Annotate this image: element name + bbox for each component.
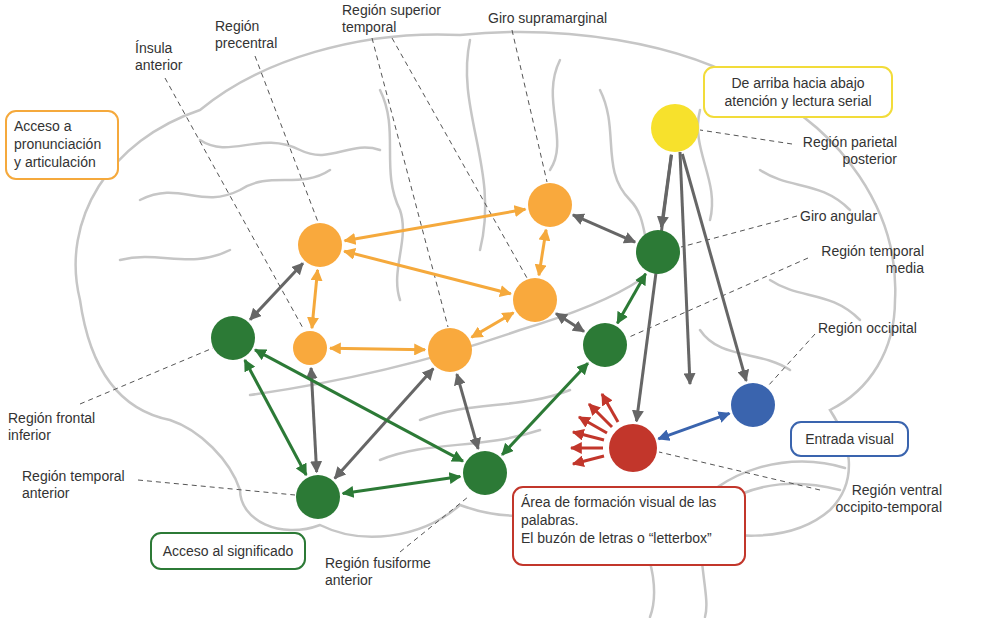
region-label: Región parietal posterior (785, 134, 897, 168)
region-circle: Región temporal anterior (296, 475, 340, 519)
callout-box: De arriba hacia abajo atención y lectura… (703, 66, 893, 118)
pathway-arrow (617, 274, 645, 324)
region-circle: Región fusiforme anterior (463, 451, 507, 495)
pathway-arrow (330, 348, 425, 349)
pathway-arrow (250, 263, 303, 319)
leader-line (512, 30, 547, 182)
pathway-arrow (539, 230, 546, 276)
attention-arrow (680, 152, 690, 384)
region-label: Región occipital (818, 320, 917, 337)
leader-line (392, 38, 527, 278)
sulcus (120, 250, 230, 260)
region-label: Región frontal inferior (8, 410, 116, 444)
callout-text: Entrada visual (799, 430, 900, 448)
callout-box: Área de formación visual de las palabras… (512, 486, 746, 566)
region-label: Región ventral occipito-temporal (812, 482, 942, 516)
pathway-arrow (343, 477, 461, 494)
callout-text: De arriba hacia abajo atención y lectura… (712, 74, 884, 110)
pathway-arrow (658, 413, 729, 438)
leader-line (138, 480, 295, 495)
region-label: Giro angular (800, 208, 877, 225)
brain-outline (76, 32, 896, 617)
pathway-arrow (312, 270, 318, 328)
pathway-arrow (245, 360, 306, 475)
leader-line (768, 334, 815, 386)
brain-contour (76, 32, 896, 537)
fan-arrow (571, 447, 603, 450)
pathway-arrow (573, 215, 635, 242)
leader-line (255, 56, 318, 222)
leader-line (659, 452, 820, 490)
callout-box: Entrada visual (790, 421, 909, 457)
leader-line (372, 38, 448, 327)
callout-text: Acceso al significado (159, 542, 297, 560)
leader-line (165, 78, 304, 330)
pathway-arrow (344, 251, 511, 294)
sulcus (770, 280, 860, 320)
sulcus (200, 140, 380, 155)
region-circle: Región parietal posterior (651, 104, 699, 152)
sulcus (380, 90, 403, 300)
sulcus (380, 430, 540, 460)
region-label: Región temporal anterior (22, 468, 142, 502)
leader-line (400, 497, 468, 552)
region-label: Giro supramarginal (488, 10, 607, 27)
leader-line (681, 216, 797, 247)
region-label: Región precentral (215, 18, 295, 52)
pathway-arrow (457, 374, 478, 449)
region-circle: Región superior temporal (513, 278, 557, 322)
pathway-arrow (556, 314, 584, 332)
sulcus (140, 170, 330, 200)
callout-text: El buzón de letras o “letterbox” (521, 529, 737, 547)
pathway-arrow (502, 363, 588, 455)
leader-line (700, 130, 792, 144)
region-label: Región superior temporal (342, 2, 460, 36)
callout-box: Acceso al significado (150, 532, 306, 570)
callout-text: Área de formación visual de las palabras… (521, 493, 737, 529)
sulcus (698, 110, 712, 220)
region-circle: Región frontal inferior (211, 316, 255, 360)
region-circle: Región precentral (298, 223, 342, 267)
region-circle: Giro supramarginal (528, 183, 572, 227)
fan-arrow (573, 456, 604, 464)
sulcus (760, 170, 850, 210)
pathway-arrow (255, 350, 463, 461)
pathway-arrow (682, 154, 746, 381)
region-label: Ínsula anterior (135, 40, 207, 74)
pathway-arrow (335, 369, 434, 479)
region-label: Región temporal media (808, 243, 924, 277)
region-circle (428, 328, 472, 372)
region-circle: Ínsula anterior (293, 331, 327, 365)
fan-arrow (602, 394, 618, 422)
region-circle: Región temporal media (583, 323, 627, 367)
sulcus (550, 60, 560, 170)
callout-text: Acceso a pronunciación y articulación (14, 117, 110, 171)
region-circle: Región occipital (731, 383, 775, 427)
pathway-arrow (345, 209, 526, 240)
fan-arrow (573, 432, 604, 440)
pathway-arrow (637, 155, 672, 421)
sulcus (700, 330, 790, 370)
pathway-arrow (472, 313, 514, 338)
leader-line (80, 348, 213, 404)
region-circle: Región ventral occipito-temporal (609, 424, 657, 472)
callout-box: Acceso a pronunciación y articulación (5, 110, 119, 180)
region-label: Región fusiforme anterior (325, 555, 455, 589)
region-circle: Giro angular (636, 230, 680, 274)
